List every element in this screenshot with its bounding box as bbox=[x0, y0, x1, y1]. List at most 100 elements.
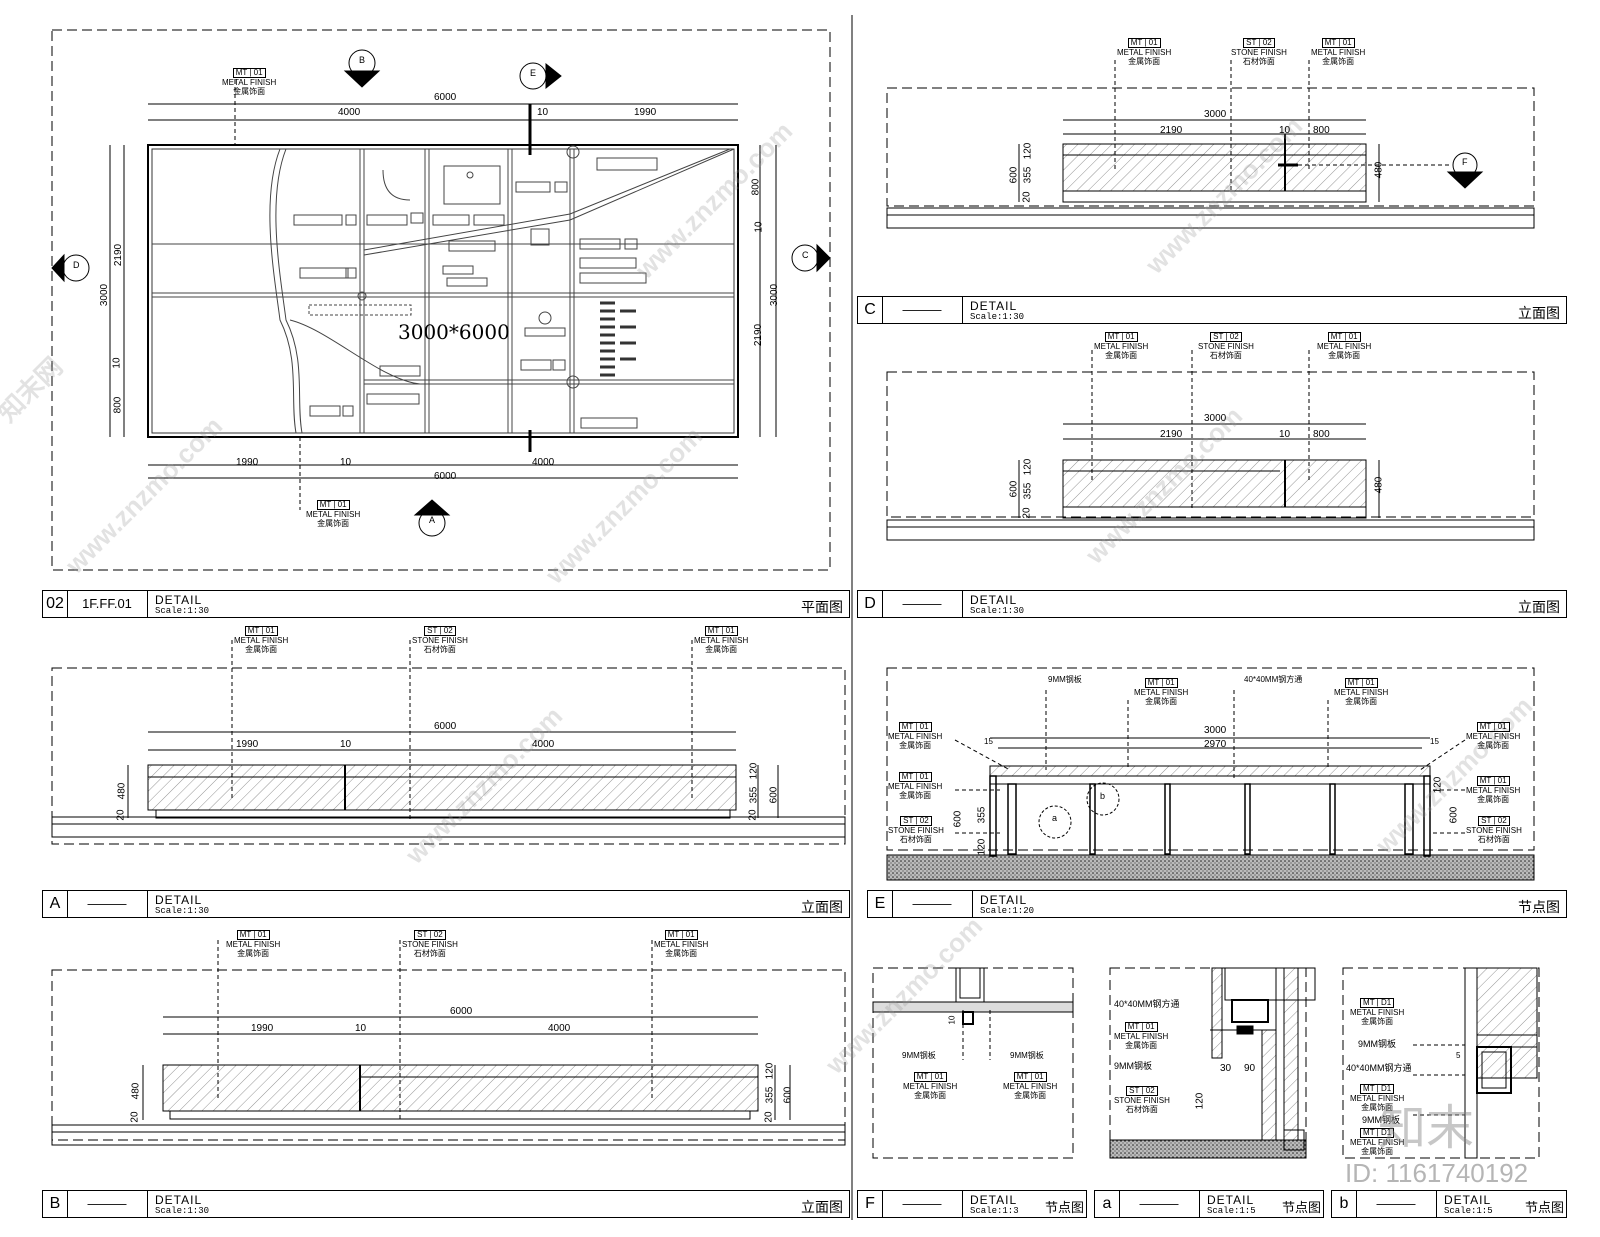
dim-label: 1990 bbox=[236, 457, 259, 468]
section-marker-label: a bbox=[1052, 813, 1058, 823]
dim-label: 120 bbox=[1022, 142, 1034, 160]
view-ref: ——— bbox=[882, 297, 963, 323]
annotation-note: 40*40MM钢方通 bbox=[1346, 1063, 1412, 1073]
dim-label: 10 bbox=[947, 1015, 957, 1025]
plan-size-label: 3000*6000 bbox=[398, 320, 510, 344]
section-marker-label: C bbox=[802, 250, 809, 260]
view-scale: Scale:1:30 bbox=[155, 606, 210, 616]
dim-label: 6000 bbox=[450, 1006, 473, 1017]
dim-label: 120 bbox=[764, 1062, 776, 1080]
dim-label: 20 bbox=[763, 1111, 775, 1123]
view-type: 节点图 bbox=[1524, 1200, 1564, 1215]
dim-label: 20 bbox=[129, 1111, 141, 1123]
dim-label: 355 bbox=[1022, 166, 1034, 184]
view-type: 立面图 bbox=[1518, 599, 1560, 615]
dim-label: 600 bbox=[1008, 166, 1020, 184]
view-scale: Scale:1:5 bbox=[1444, 1206, 1493, 1216]
view-id: B bbox=[43, 1191, 68, 1217]
section-marker-label: A bbox=[429, 515, 436, 525]
title-block-d: D ——— DETAIL Scale:1:30 立面图 bbox=[857, 590, 1567, 618]
annotation-note: 40*40MM钢方通 bbox=[1114, 999, 1180, 1009]
view-detail: DETAIL bbox=[970, 1193, 1018, 1207]
annotation-note: 9MM钢板 bbox=[902, 1051, 936, 1060]
dim-label: 120 bbox=[748, 762, 760, 780]
dim-label: 1990 bbox=[251, 1023, 274, 1034]
dim-label: 480 bbox=[1373, 161, 1385, 179]
view-id: F bbox=[858, 1191, 883, 1217]
view-ref: ——— bbox=[882, 1191, 963, 1217]
dim-label: 800 bbox=[1313, 125, 1330, 136]
annotation-note: 9MM钢板 bbox=[1048, 675, 1082, 684]
section-marker-label: B bbox=[359, 55, 366, 65]
dim-label: 480 bbox=[116, 782, 128, 800]
view-scale: Scale:1:30 bbox=[970, 606, 1025, 616]
view-scale: Scale:1:30 bbox=[155, 906, 210, 916]
view-ref: 1F.FF.01 bbox=[67, 591, 148, 617]
title-block-c: C ——— DETAIL Scale:1:30 立面图 bbox=[857, 296, 1567, 324]
view-ref: ——— bbox=[67, 1191, 148, 1217]
dim-label: 3000 bbox=[99, 283, 111, 307]
dim-label: 10 bbox=[340, 457, 352, 468]
dim-label: 10 bbox=[355, 1023, 367, 1034]
dim-label: 120 bbox=[1432, 776, 1444, 794]
dim-label: 800 bbox=[1313, 429, 1330, 440]
view-ref: ——— bbox=[1119, 1191, 1200, 1217]
dim-label: 2190 bbox=[753, 323, 765, 347]
dim-label: 480 bbox=[130, 1082, 142, 1100]
dim-label: 600 bbox=[782, 1086, 794, 1104]
view-id: E bbox=[868, 891, 893, 917]
dim-label: 15 bbox=[984, 737, 993, 746]
dim-label: 600 bbox=[952, 810, 964, 828]
view-id: a bbox=[1095, 1191, 1120, 1217]
annotation-note: 9MM钢板 bbox=[1114, 1061, 1152, 1071]
dim-label: 5 bbox=[1456, 1051, 1461, 1060]
dim-label: 15 bbox=[1430, 737, 1439, 746]
dim-label: 10 bbox=[1279, 125, 1291, 136]
dim-label: 3000 bbox=[1204, 413, 1227, 424]
title-block-b: B ——— DETAIL Scale:1:30 立面图 bbox=[42, 1190, 850, 1218]
view-ref: ——— bbox=[1356, 1191, 1437, 1217]
dim-label: 1990 bbox=[236, 739, 259, 750]
view-id: 02 bbox=[43, 591, 68, 617]
dim-label: 30 bbox=[1220, 1063, 1232, 1074]
dim-label: 4000 bbox=[548, 1023, 571, 1034]
title-block-f: F ——— DETAIL Scale:1:3 节点图 bbox=[857, 1190, 1087, 1218]
section-marker-label: F bbox=[1462, 157, 1468, 167]
dim-label: 355 bbox=[1022, 482, 1034, 500]
dim-label: 2190 bbox=[1160, 125, 1183, 136]
dim-label: 10 bbox=[1279, 429, 1291, 440]
title-block-a-detail: a ——— DETAIL Scale:1:5 节点图 bbox=[1094, 1190, 1324, 1218]
view-detail: DETAIL bbox=[155, 1193, 203, 1207]
view-id: A bbox=[43, 891, 68, 917]
dim-label: 800 bbox=[112, 396, 124, 414]
view-detail: DETAIL bbox=[1207, 1193, 1255, 1207]
view-type: 立面图 bbox=[801, 1199, 843, 1215]
dim-label: 2970 bbox=[1204, 739, 1227, 750]
title-block-a: A ——— DETAIL Scale:1:30 立面图 bbox=[42, 890, 850, 918]
title-block-e: E ——— DETAIL Scale:1:20 节点图 bbox=[867, 890, 1567, 918]
view-id: C bbox=[858, 297, 883, 323]
title-block-plan: 02 1F.FF.01 DETAIL Scale:1:30 平面图 bbox=[42, 590, 850, 618]
view-type: 节点图 bbox=[1044, 1200, 1084, 1215]
view-type: 平面图 bbox=[801, 599, 843, 615]
dim-label: 355 bbox=[976, 806, 988, 824]
